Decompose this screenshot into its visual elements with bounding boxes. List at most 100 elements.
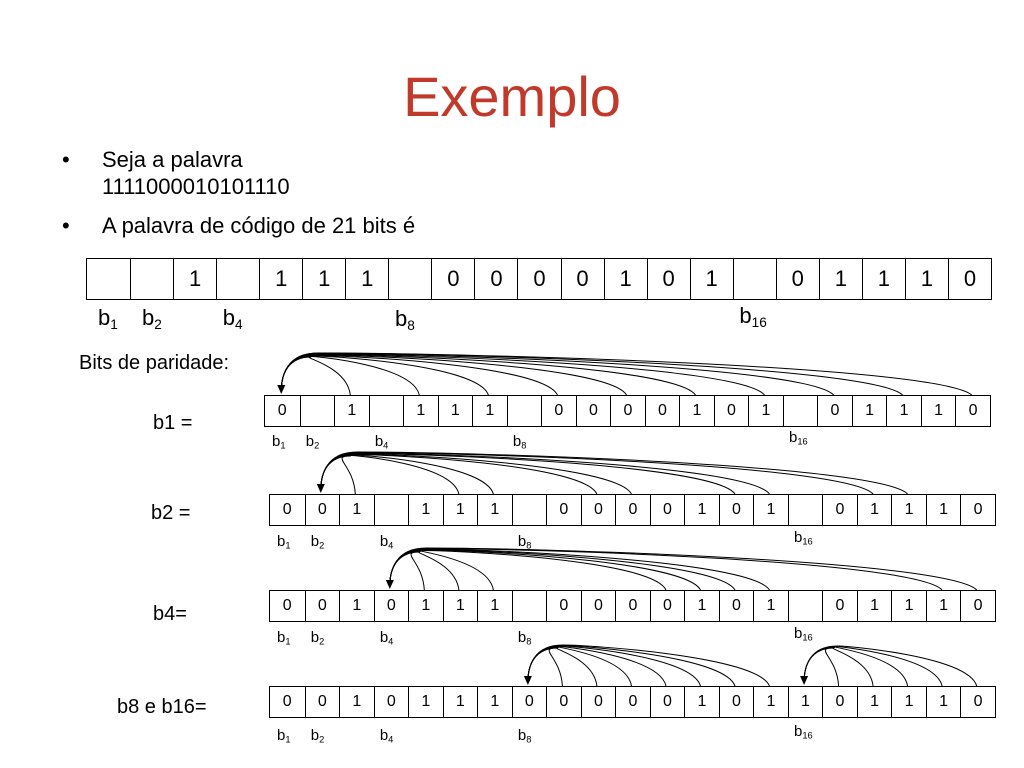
step-cell-7: 1 — [477, 591, 512, 621]
parity-label-b16: b16 — [794, 625, 813, 642]
parity-label-base: b — [277, 629, 286, 646]
parity-arc — [389, 549, 667, 591]
parity-label-sub: 4 — [388, 540, 394, 551]
step-cell-19: 1 — [891, 687, 926, 717]
step-label: b8 e b16= — [117, 696, 207, 718]
step-cell-4 — [368, 396, 404, 426]
codeword-cell-14: 0 — [646, 259, 690, 299]
parity-label-b8: b8 — [513, 433, 527, 450]
parity-label-base: b — [739, 303, 752, 328]
parity-label-b4: b4 — [380, 727, 394, 744]
parity-label-base: b — [272, 433, 281, 450]
codeword-cell-9: 0 — [431, 259, 474, 299]
parity-arc — [320, 454, 460, 495]
parity-label-base: b — [374, 433, 384, 450]
parity-label-b1: b1 — [277, 727, 291, 744]
parity-arc — [527, 647, 598, 687]
step-cell-8: 0 — [511, 687, 547, 717]
bullet-text: A palavra de código de 21 bits é — [102, 213, 416, 238]
step-cell-13: 1 — [684, 495, 719, 525]
bullet-text-line1: Seja a palavra — [102, 147, 243, 172]
step-cell-3: 1 — [334, 396, 369, 426]
parity-label-base: b — [310, 629, 320, 646]
parity-label-sub: 1 — [285, 636, 291, 647]
step-cell-9: 0 — [546, 591, 581, 621]
step-cell-5: 1 — [408, 495, 443, 525]
step-cell-11: 0 — [615, 495, 650, 525]
parity-label-base: b — [277, 533, 286, 550]
parity-arc — [527, 647, 563, 687]
parity-label-base: b — [517, 629, 527, 646]
parity-label-sub: 4 — [388, 734, 394, 745]
step-cell-7: 1 — [477, 687, 512, 717]
parity-label-b1: b1 — [272, 433, 286, 450]
step-cell-1: 0 — [282, 693, 292, 710]
parity-arc — [803, 647, 840, 687]
parity-arc — [389, 550, 494, 591]
codeword-cell-6: 1 — [302, 259, 345, 299]
step-cell-5: 1 — [408, 591, 443, 621]
step-cell-21: 0 — [955, 396, 990, 426]
parity-label-base: b — [310, 727, 320, 744]
parity-label-sub: 2 — [154, 316, 162, 332]
parity-label-base: b — [794, 723, 803, 740]
parity-arc — [803, 646, 909, 687]
step-cell-5: 1 — [408, 687, 443, 717]
step-cell-6: 1 — [442, 687, 478, 717]
parity-label-b8: b8 — [518, 629, 532, 646]
codeword-cell-10: 0 — [474, 259, 517, 299]
step-cell-16 — [787, 591, 823, 621]
codeword-cell-5: 1 — [259, 259, 302, 299]
step-cell-15: 1 — [753, 495, 788, 525]
step-cell-7: 1 — [477, 495, 512, 525]
step-cell-11: 0 — [615, 687, 650, 717]
step-cell-3: 1 — [339, 495, 374, 525]
parity-arc — [280, 352, 903, 396]
step-cell-8 — [511, 591, 547, 621]
parity-label-b1: b1 — [277, 533, 291, 550]
parity-label-b16: b16 — [789, 429, 808, 446]
step-cell-14: 0 — [718, 495, 754, 525]
step-cell-6: 1 — [437, 396, 473, 426]
parity-label-sub: 4 — [383, 440, 389, 451]
parity-label-sub: 16 — [751, 314, 767, 330]
codeword-cell-17: 0 — [775, 259, 819, 299]
parity-label-base: b — [394, 306, 408, 331]
step-cell-21: 0 — [960, 591, 995, 621]
parity-label-sub: 1 — [285, 734, 291, 745]
parity-label-b16: b16 — [739, 303, 766, 329]
parity-label-b4: b4 — [223, 305, 243, 331]
parity-arc — [280, 352, 834, 396]
codeword-cell-16 — [732, 259, 776, 299]
step-cell-10: 0 — [580, 687, 616, 717]
step-cell-19: 1 — [891, 495, 926, 525]
step-cell-4: 0 — [373, 591, 409, 621]
codeword-cell-3: 1 — [173, 259, 216, 299]
step-cell-21: 0 — [960, 687, 995, 717]
step-cell-21: 0 — [960, 495, 995, 525]
parity-label-sub: 2 — [319, 734, 325, 745]
step-cell-15: 1 — [753, 591, 788, 621]
step-cell-14: 0 — [713, 396, 749, 426]
parity-label-sub: 2 — [319, 636, 325, 647]
parity-label-b16: b16 — [794, 529, 813, 546]
parity-label-b1: b1 — [277, 629, 291, 646]
step-cell-20: 1 — [925, 687, 961, 717]
parity-label-b2: b2 — [142, 305, 162, 331]
parity-label-b4: b4 — [380, 533, 394, 550]
step-cell-12: 0 — [649, 495, 685, 525]
step-cell-3: 1 — [339, 687, 374, 717]
parity-label-sub: 4 — [388, 636, 394, 647]
step-cell-20: 1 — [920, 396, 956, 426]
step-cell-3: 1 — [339, 591, 374, 621]
step-cell-4: 0 — [373, 687, 409, 717]
step-cell-17: 0 — [817, 396, 852, 426]
parity-label-sub: 4 — [234, 316, 243, 332]
parity-arc — [527, 644, 736, 687]
parity-label-b4: b4 — [380, 629, 394, 646]
parity-arc — [280, 356, 351, 396]
step-cell-17: 0 — [822, 687, 857, 717]
codeword-cell-21: 0 — [947, 259, 991, 299]
step-cell-18: 1 — [856, 495, 892, 525]
